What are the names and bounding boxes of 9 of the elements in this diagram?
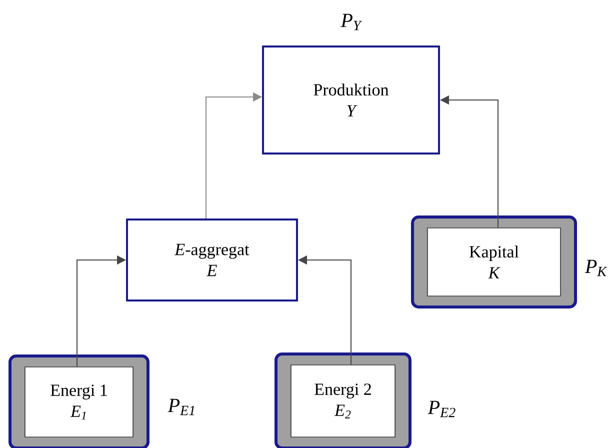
price-label: P$_{E1}$: [168, 398, 194, 416]
double-framed-box: Energi 2 E$_{2}$: [274, 352, 412, 448]
process-box: Produktion Y: [262, 46, 440, 154]
price-label: P$_{E2}$: [428, 400, 456, 418]
price-label: P$_{K}$: [584, 260, 608, 276]
double-framed-box: Energi 1 E$_{1}$: [8, 354, 150, 448]
price-label: P$_{Y}$: [340, 14, 362, 30]
process-box: E-aggregat E: [126, 218, 298, 302]
double-framed-box: Kapital K: [411, 216, 577, 308]
